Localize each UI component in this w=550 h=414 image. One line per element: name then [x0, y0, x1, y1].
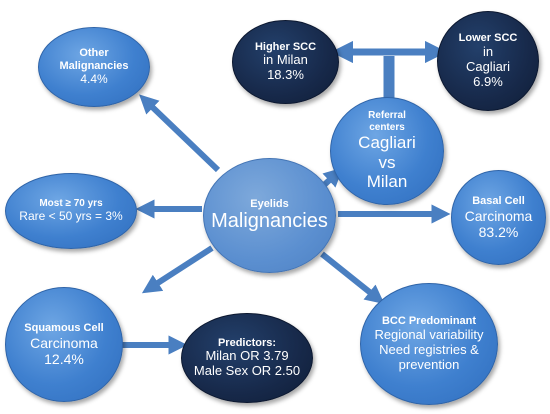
age-line1: Most ≥ 70 yrs: [39, 198, 103, 210]
node-referral-centers: Referral centers Cagliari vs Milan: [330, 97, 444, 205]
squamous-cell-value: 12.4%: [44, 350, 84, 367]
node-lower-scc: Lower SCC in Cagliari 6.9%: [437, 11, 539, 111]
referral-line4: vs: [378, 152, 396, 172]
arrow-to-squamous-cell: [141, 245, 214, 294]
age-line2: Rare < 50 yrs = 3%: [19, 208, 123, 223]
predictors-line2: Milan OR 3.79: [205, 348, 289, 364]
basal-cell-value: 83.2%: [478, 223, 519, 240]
node-basal-cell: Basal Cell Carcinoma 83.2%: [451, 170, 546, 265]
basal-cell-line2: Carcinoma: [464, 207, 533, 224]
arrow-to-bcc-predominant: [320, 251, 385, 304]
other-malignancies-line2: Malignancies: [59, 60, 129, 73]
node-squamous-cell: Squamous Cell Carcinoma 12.4%: [5, 287, 123, 402]
arrow-to-other-malignancies: [139, 94, 221, 173]
squamous-cell-line1: Squamous Cell: [24, 322, 104, 335]
higher-scc-value: 18.3%: [267, 67, 304, 83]
referral-line5: Milan: [366, 172, 408, 192]
lower-scc-line2: in: [482, 43, 494, 59]
referral-line3: Cagliari: [358, 133, 416, 153]
center-line2: Malignancies: [211, 210, 328, 233]
bcc-predominant-line3: Need registries &: [379, 341, 479, 357]
bcc-predominant-line2: Regional variability: [374, 326, 484, 342]
node-other-malignancies: Other Malignancies 4.4%: [38, 27, 150, 107]
center-line1: Eyelids: [250, 197, 289, 210]
predictors-line3: Male Sex OR 2.50: [193, 363, 301, 379]
node-higher-scc: Higher SCC in Milan 18.3%: [232, 20, 339, 104]
higher-scc-line2: in Milan: [263, 52, 308, 68]
lower-scc-value: 6.9%: [473, 73, 503, 89]
referral-line2: centers: [369, 121, 405, 133]
referral-line1: Referral: [368, 110, 406, 122]
node-age: Most ≥ 70 yrs Rare < 50 yrs = 3%: [5, 173, 137, 249]
predictors-line1: Predictors:: [217, 336, 277, 349]
basal-cell-line1: Basal Cell: [472, 195, 525, 208]
node-eyelids-malignancies: Eyelids Malignancies: [203, 158, 336, 273]
node-predictors: Predictors: Milan OR 3.79 Male Sex OR 2.…: [181, 313, 313, 403]
other-malignancies-line1: Other: [79, 47, 109, 60]
lower-scc-line3: Cagliari: [465, 58, 511, 74]
squamous-cell-line2: Carcinoma: [30, 334, 98, 351]
bcc-predominant-line4: prevention: [398, 356, 460, 372]
bcc-predominant-line1: BCC Predominant: [381, 315, 477, 328]
higher-scc-line1: Higher SCC: [254, 40, 317, 53]
other-malignancies-value: 4.4%: [80, 71, 108, 86]
node-bcc-predominant: BCC Predominant Regional variability Nee…: [360, 283, 498, 405]
lower-scc-line1: Lower SCC: [458, 32, 518, 45]
